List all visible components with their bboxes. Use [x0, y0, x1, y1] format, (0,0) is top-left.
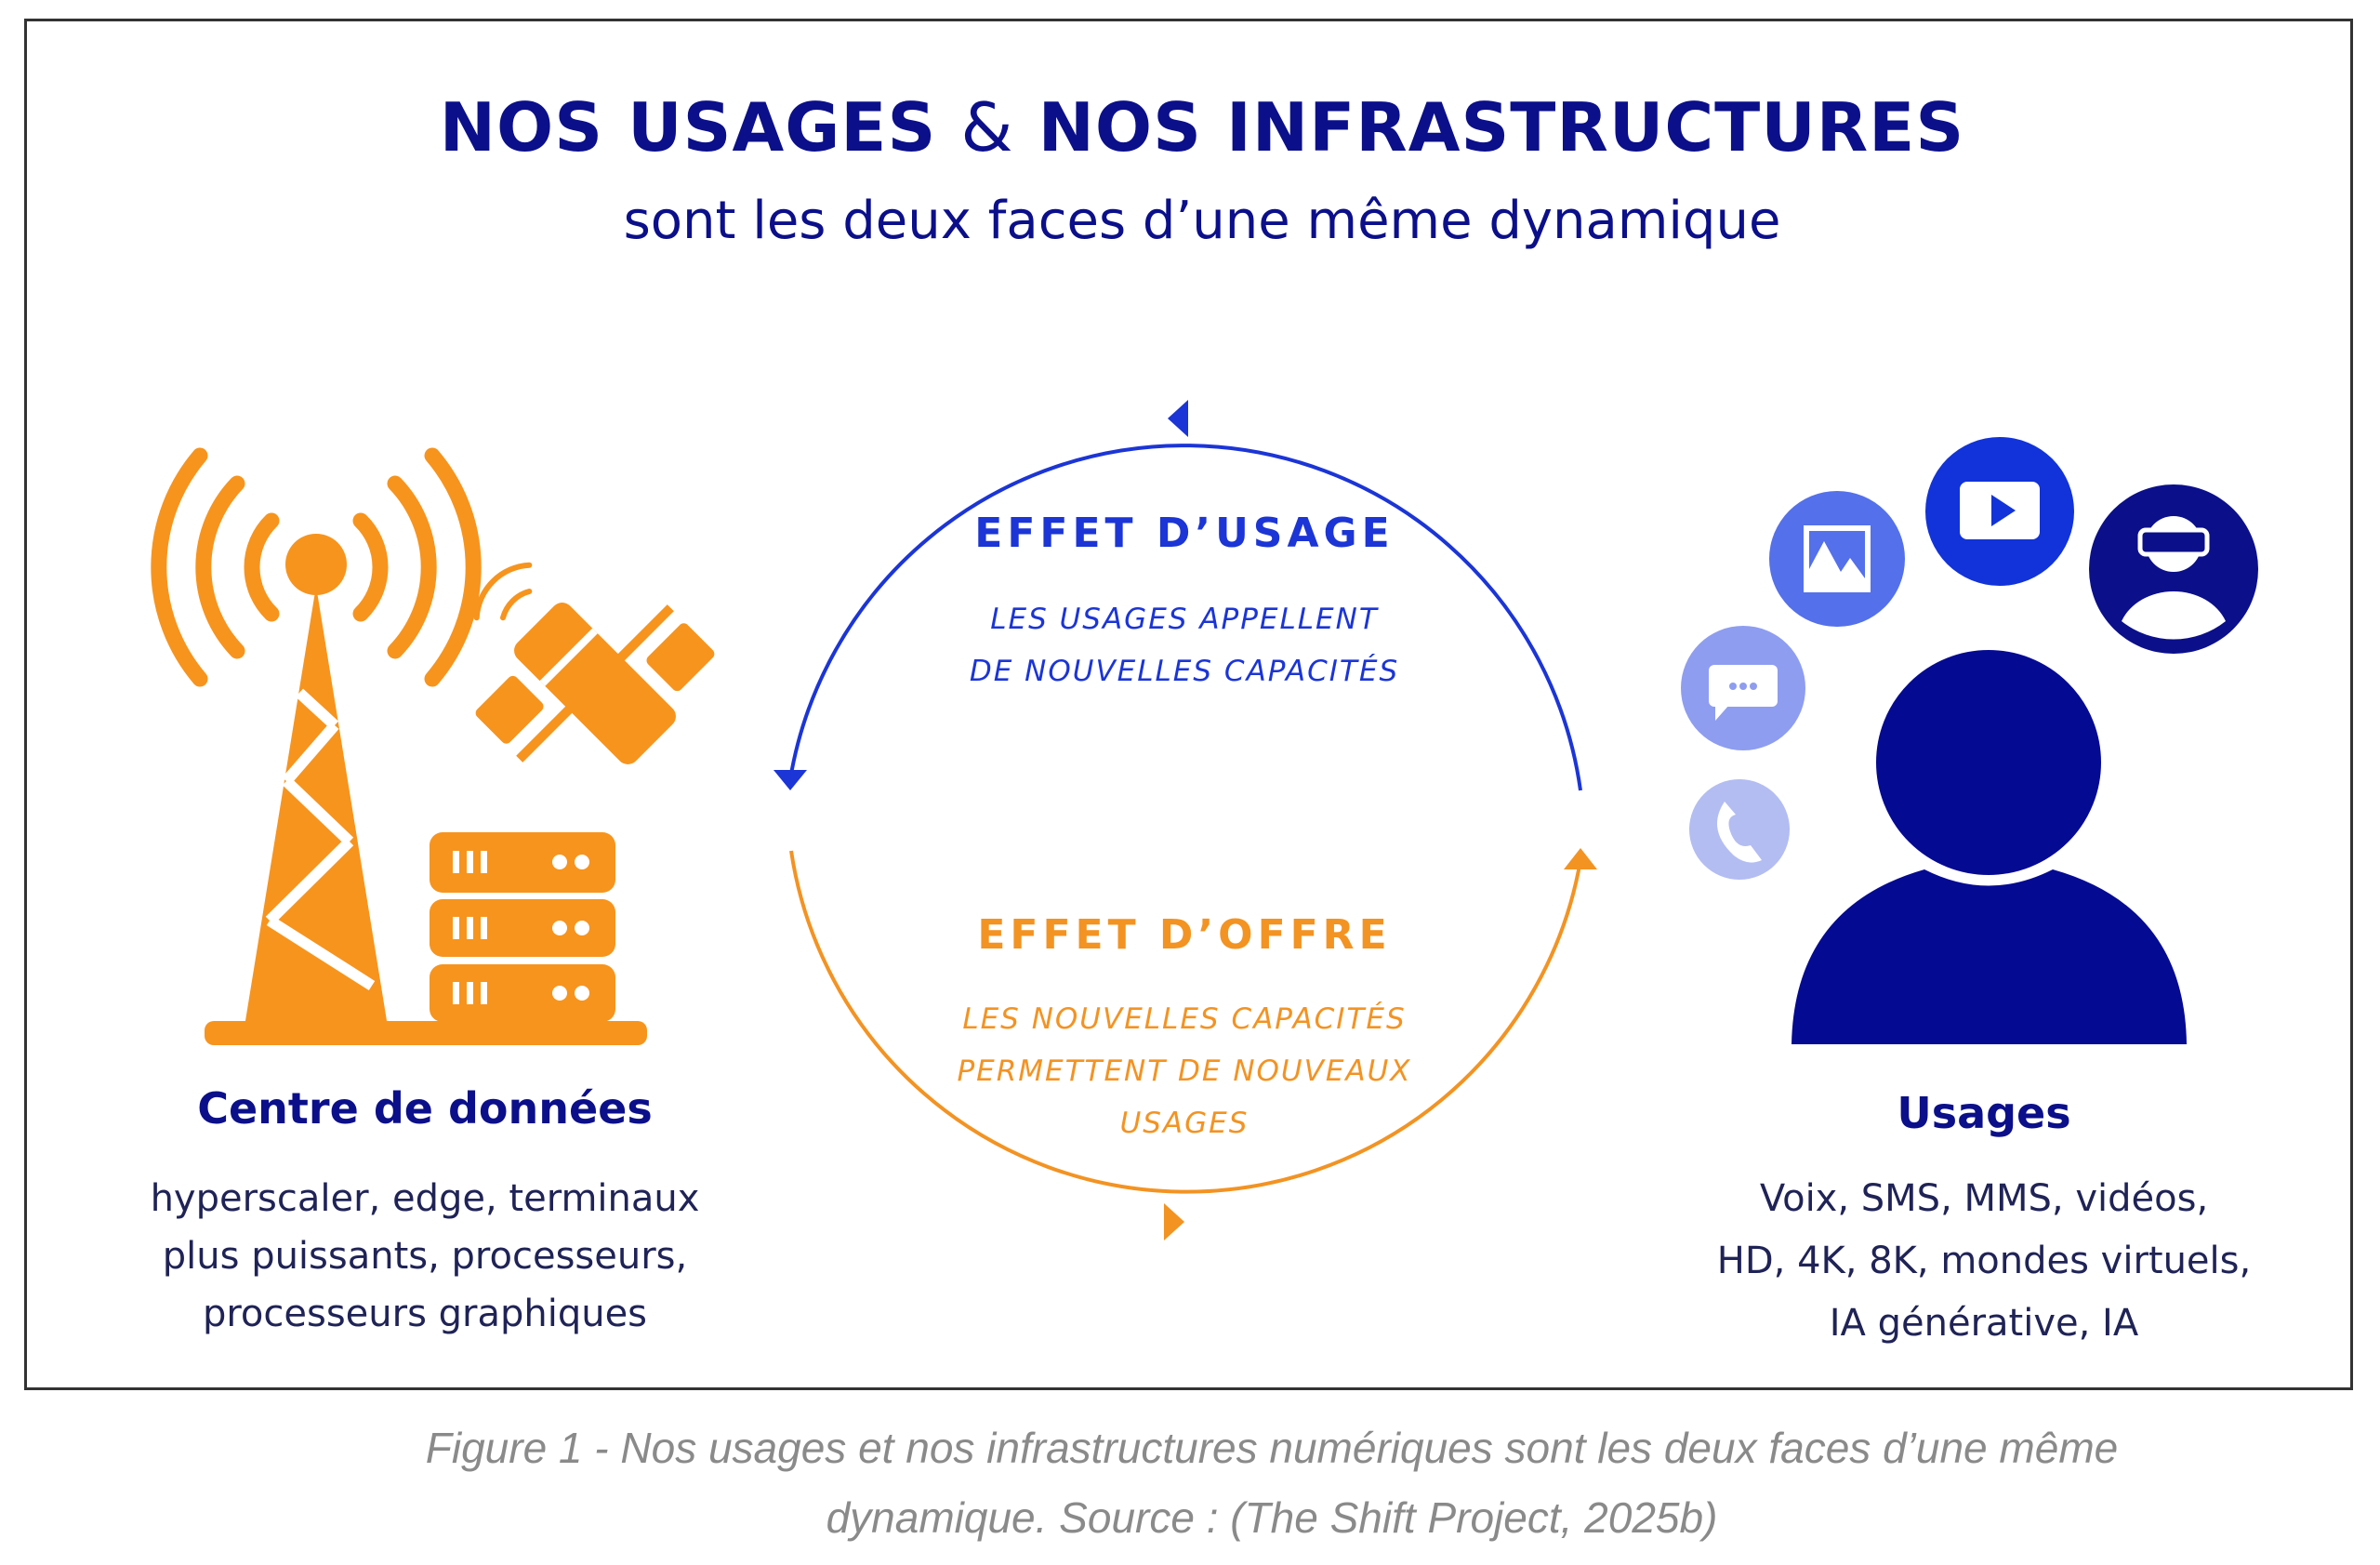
- data-center-description: hyperscaler, edge, terminaux plus puissa…: [151, 1170, 700, 1343]
- title-part-usages: NOS USAGES: [439, 88, 937, 166]
- description-line: Voix, SMS, MMS, vidéos,: [1759, 1177, 2209, 1220]
- server-rack-icon: [430, 832, 615, 1022]
- caption-line: dynamique. Source : (The Shift Project, …: [826, 1493, 1718, 1542]
- chat-icon: [1681, 626, 1805, 750]
- figure-caption: Figure 1 - Nos usages et nos infrastruct…: [426, 1413, 2118, 1553]
- video-play-icon: [1925, 437, 2074, 586]
- description-line: processeurs graphiques: [202, 1293, 648, 1335]
- data-center-label: Centre de données: [197, 1083, 653, 1134]
- usage-effect-line: LES USAGES APPELLENT: [990, 603, 1379, 636]
- usages-label: Usages: [1897, 1088, 2071, 1138]
- caption-line: Figure 1 - Nos usages et nos infrastruct…: [425, 1424, 2119, 1472]
- phone-icon: [1689, 779, 1790, 880]
- image-icon: [1769, 491, 1905, 627]
- offer-effect-heading: EFFET D’OFFRE: [977, 911, 1392, 959]
- offer-effect-line: PERMETTENT DE NOUVEAUX: [957, 1054, 1412, 1088]
- offer-effect-line: LES NOUVELLES CAPACITÉS: [962, 1002, 1407, 1036]
- description-line: hyperscaler, edge, terminaux: [150, 1177, 700, 1220]
- description-line: HD, 4K, 8K, mondes virtuels,: [1716, 1240, 2252, 1282]
- title-ampersand: &: [960, 88, 1014, 166]
- offer-effect-text: LES NOUVELLES CAPACITÉS PERMETTENT DE NO…: [957, 993, 1411, 1149]
- offer-effect-arrow: [789, 848, 1597, 1240]
- vr-headset-user-icon: [2089, 484, 2258, 654]
- satellite-icon: [473, 562, 715, 764]
- page-subtitle: sont les deux faces d’une même dynamique: [623, 191, 1781, 251]
- title-part-infrastructures: NOS INFRASTRUCTURES: [1038, 88, 1965, 166]
- usage-effect-heading: EFFET D’USAGE: [974, 510, 1395, 557]
- description-line: IA générative, IA: [1829, 1302, 2139, 1345]
- antenna-tower-icon: [151, 447, 647, 1045]
- usage-effect-line: DE NOUVELLES CAPACITÉS: [969, 655, 1400, 688]
- page-title: NOS USAGES & NOS INFRASTRUCTURES: [440, 88, 1964, 166]
- user-avatar-icon: [1792, 644, 2187, 1044]
- description-line: plus puissants, processeurs,: [162, 1235, 688, 1278]
- usage-effect-text: LES USAGES APPELLENT DE NOUVELLES CAPACI…: [970, 593, 1399, 697]
- figure-frame: [24, 19, 2353, 1390]
- usages-description: Voix, SMS, MMS, vidéos, HD, 4K, 8K, mond…: [1717, 1168, 2251, 1355]
- usage-effect-arrow: [774, 400, 1582, 791]
- offer-effect-line: USAGES: [1119, 1107, 1250, 1140]
